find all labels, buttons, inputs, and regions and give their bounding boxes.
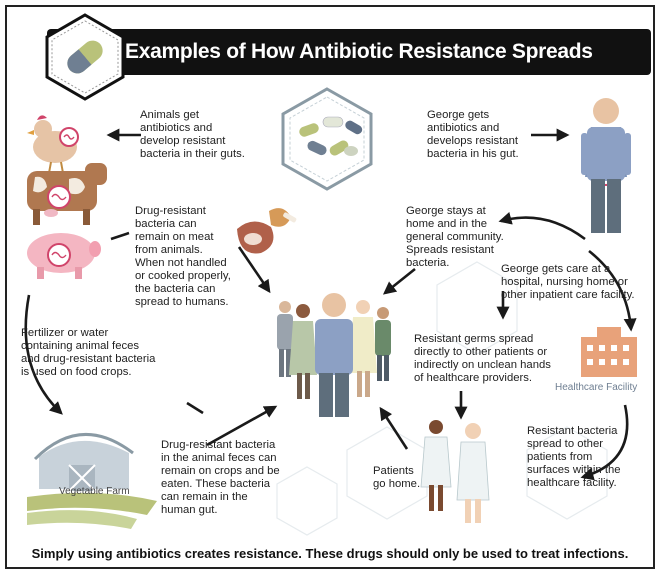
antibiotics-hexagon-icon [281, 87, 373, 191]
community-group-icon [277, 293, 391, 417]
footer-note: Simply using antibiotics creates resista… [31, 546, 629, 561]
vegetable-farm-icon [27, 432, 157, 529]
cow-icon [27, 163, 107, 225]
patients-icon [420, 420, 490, 523]
infographic-frame: Examples of How Antibiotic Resistance Sp… [5, 5, 655, 569]
george-figure [581, 98, 631, 233]
illustration-layer [24, 13, 637, 536]
flow-arrows [24, 128, 637, 481]
vegetable-farm-label: Vegetable Farm [59, 486, 130, 497]
page-title: Examples of How Antibiotic Resistance Sp… [125, 40, 593, 63]
title-banner [47, 29, 651, 75]
meat-icon [237, 208, 297, 254]
arrow-stubs [110, 231, 204, 415]
pill-hexagon-icon [45, 13, 125, 101]
healthcare-facility-icon [581, 327, 637, 377]
healthcare-facility-label: Healthcare Facility [555, 382, 638, 393]
